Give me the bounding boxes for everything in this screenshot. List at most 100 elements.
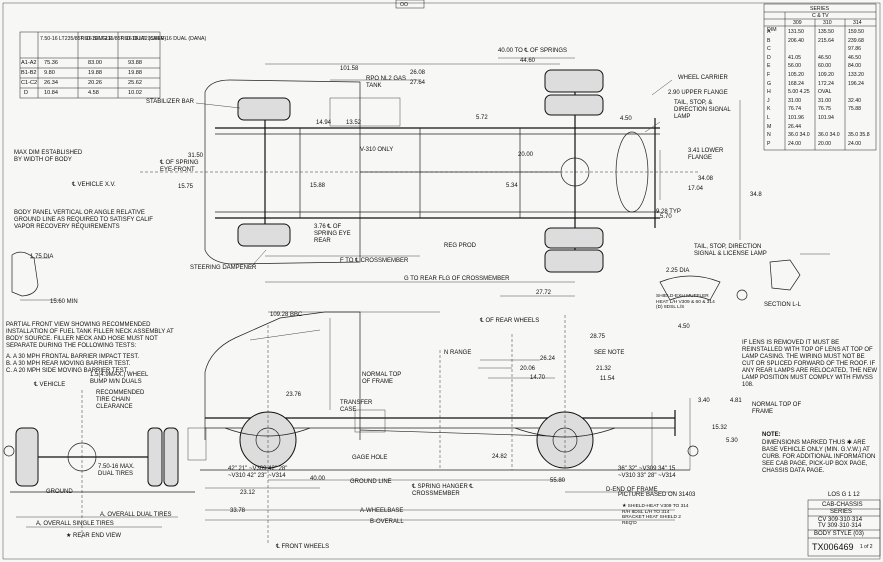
series-row-label: C xyxy=(767,46,771,53)
label-rpo-gas-tank: RPO NL2 GAS TANK xyxy=(366,76,407,89)
label-spring-eye-front: ℄ OF SPRING EYE-FRONT xyxy=(160,160,199,173)
label-tail-stop: TAIL, STOP, & DIRECTION SIGNAL LAMP xyxy=(674,100,731,120)
label-tire-chain: RECOMMENDED TIRE CHAIN CLEARANCE xyxy=(96,390,145,410)
load-row-a-v3: 93.88 xyxy=(128,60,142,66)
series-row-label: L xyxy=(767,115,770,121)
series-col-309: 309 xyxy=(793,20,802,26)
label-shield-heat: ★ SHIELD-HEAT V309 TO 314 R/H 8DSL L/H T… xyxy=(622,504,689,526)
label-springs-dim: 40.00 TO ℄ OF SPRINGS xyxy=(498,48,567,54)
load-row-d-v2: 4.58 xyxy=(88,90,99,96)
series-row-value: 196.24 xyxy=(848,80,864,87)
dim-1560: 15.60 MIN xyxy=(50,299,78,305)
dim-101-58: 101.58 xyxy=(340,66,359,72)
series-row-label: H xyxy=(767,89,771,96)
label-tv-dims: 36" 32" ~V309 34" 15 ~V310 33" 28" ~V314 xyxy=(618,466,676,479)
title-cab: CAB-CHASSIS xyxy=(822,502,863,508)
dim-1154: 11.54 xyxy=(600,376,615,382)
load-row-c-v3: 25.62 xyxy=(128,80,142,86)
callout-section xyxy=(736,289,748,301)
load-row-b-v2: 19.88 xyxy=(88,70,102,76)
label-ground-line: GROUND LINE xyxy=(350,479,392,485)
label-steering-damper: STEERING DAMPENER xyxy=(190,265,257,271)
label-max-dim: MAX DIM ESTABLISHED BY WIDTH OF BODY xyxy=(14,150,83,163)
load-row-d-v3: 10.02 xyxy=(128,90,142,96)
dim-572: 5.72 xyxy=(476,115,488,121)
spare-tire-plan xyxy=(615,131,649,213)
label-tail-stop2: TAIL, STOP, DIRECTION SIGNAL & LICENSE L… xyxy=(694,244,767,257)
dim-1532: 15.32 xyxy=(712,425,728,431)
label-reg-prod: REG PROD xyxy=(444,243,477,249)
load-row-a-v1: 75.36 xyxy=(44,60,58,66)
dim-springs-4460: 44.60 xyxy=(520,58,536,64)
series-row-value: 41.05 xyxy=(788,54,801,61)
label-d-end-frame: D-END OF FRAME xyxy=(606,487,658,493)
load-row-b-v3: 19.88 xyxy=(128,70,142,76)
series-row-value: 101.96 xyxy=(788,115,804,121)
load-row-d-v1: 10.84 xyxy=(44,90,58,96)
rear-tire-inner-left-plan xyxy=(544,94,604,116)
label-note-title: NOTE: xyxy=(762,432,781,438)
series-row-value: 32.40 xyxy=(848,97,861,104)
label-gage-hole: GAGE HOLE xyxy=(352,455,388,461)
series-row-value: 35.0 35.8 xyxy=(848,132,870,139)
dim-570: 5.70 xyxy=(660,214,672,220)
label-spring-hanger: ℄ SPRING HANGER ℄ CROSSMEMBER xyxy=(412,484,474,497)
page-box: 1 of 2 xyxy=(860,544,873,550)
filler-neck-detail xyxy=(11,251,60,301)
dim-2624: 26.24 xyxy=(540,356,556,362)
doc-number: TX006469 xyxy=(812,542,854,552)
cab-outline-plan xyxy=(204,79,361,265)
load-hdr-1: 7.50-16 LT235/85R-16 SINGLE xyxy=(40,36,113,42)
series-row-value: 206.40 xyxy=(788,37,804,44)
label-rear-wheels: ℄ OF REAR WHEELS xyxy=(480,318,540,324)
series-title: SERIES xyxy=(810,6,830,12)
series-row-value: OVAL xyxy=(818,89,832,96)
series-row-value: 31.00 xyxy=(818,97,831,104)
series-row-value: 97.86 xyxy=(848,46,861,53)
label-v-dims2: 42" 21" ~V309 42" 28" ~V310 42" 23" ~V31… xyxy=(228,466,288,479)
dim-spring-eye-front: 31.50 xyxy=(188,153,204,159)
load-row-b-label: B1-B2 xyxy=(21,70,37,76)
dim-1352: 13.52 xyxy=(346,120,362,126)
plan-view xyxy=(140,57,741,297)
dim-175dia: 1.75 DIA xyxy=(30,254,54,260)
series-row-value: 101.94 xyxy=(818,115,834,121)
load-hdr-3: 7.50-16 LT215/85R-16 DUAL (DANA) xyxy=(120,36,206,42)
label-picture-based: PICTURE BASED ON 31403 xyxy=(618,492,696,498)
load-hdr-2: 7.50-16 LT215/85R-16 DUAL (CHEV) xyxy=(80,36,166,42)
dim-2608: 26.08 xyxy=(410,70,426,76)
series-row-value: 84.00 xyxy=(848,63,861,70)
muffler-shield-detail xyxy=(659,275,721,301)
dim-1494: 14.94 xyxy=(316,120,332,126)
dim-2000: 20.00 xyxy=(518,152,534,158)
dim-3408: 34.08 xyxy=(698,176,714,182)
series-row-value: 215.64 xyxy=(818,37,834,44)
label-upper-flange: 2.90 UPPER FLANGE xyxy=(668,90,728,96)
dim-2132: 21.32 xyxy=(596,366,612,372)
top-stamp: OO xyxy=(400,2,408,8)
series-table: SERIES C & TV DIM 309 310 314 xyxy=(763,3,877,151)
load-row-c-label: C1-C2 xyxy=(21,80,38,86)
label-shield-muffler: SHIELD-EXH MUFFLER HEAT L/H V309 & 60 & … xyxy=(656,294,715,310)
series-row-label: D xyxy=(767,54,771,61)
series-row-label: J xyxy=(767,97,770,104)
rear-tire-inner-right-plan xyxy=(544,227,604,249)
dim-5580: 55.80 xyxy=(550,478,566,484)
dim-1575: 15.75 xyxy=(178,184,194,190)
rear-tire-outer-left-plan xyxy=(544,69,604,93)
title-code: LOS G 1 12 xyxy=(828,492,860,498)
series-row-value: 172.24 xyxy=(818,80,834,87)
label-v310: V-310 ONLY xyxy=(360,147,394,153)
label-overall-single: A, OVERALL SINGLE TIRES xyxy=(36,521,114,527)
rear-end-tire-left xyxy=(15,427,39,487)
load-row-b-v1: 9.80 xyxy=(44,70,55,76)
callout-15-right xyxy=(687,445,699,457)
label-dual-tires-max: 7.50-16 MAX. DUAL TIRES xyxy=(98,464,135,477)
series-row-value: 75.88 xyxy=(848,106,861,113)
dim-348: 34.8 xyxy=(750,192,762,198)
dim-340: 3.40 xyxy=(698,398,710,404)
title-cv: CV 309·310·314 xyxy=(818,517,863,523)
front-tire-left-plan xyxy=(237,97,291,121)
side-view xyxy=(200,311,691,545)
